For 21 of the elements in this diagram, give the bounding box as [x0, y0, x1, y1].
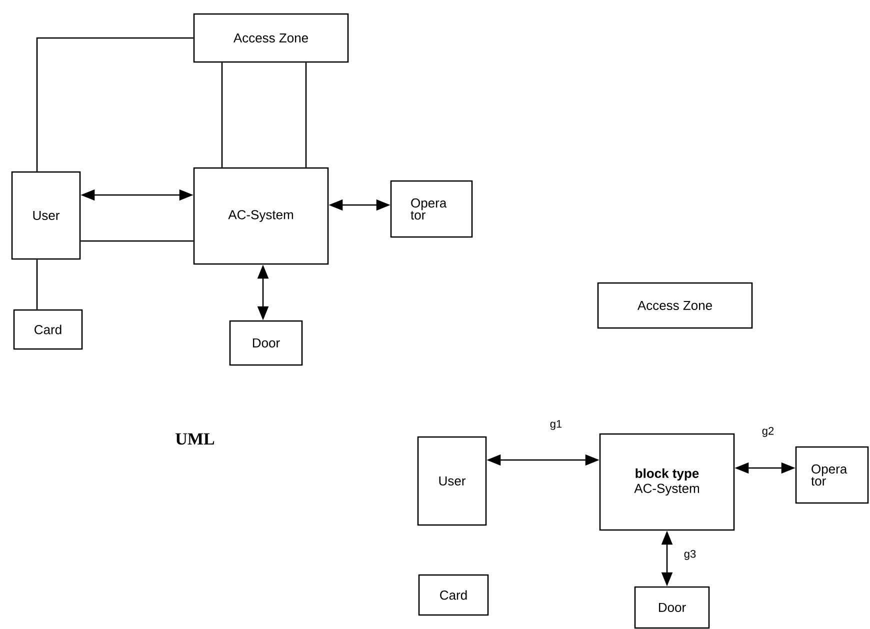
- block-box: Access Zone: [193, 13, 349, 63]
- block-box: Opera tor: [795, 446, 869, 504]
- connector: [305, 62, 307, 168]
- connector: [80, 240, 194, 242]
- block-box: block type AC-System: [599, 433, 735, 531]
- block-box: Door: [634, 586, 710, 629]
- block-box: Card: [13, 309, 83, 350]
- uml-label: UML: [176, 433, 214, 445]
- block-box: Card: [418, 574, 489, 616]
- block-box: Door: [229, 320, 303, 366]
- connector: [36, 260, 38, 310]
- block-box: Access Zone: [597, 282, 753, 329]
- block-box: User: [11, 171, 81, 260]
- block-box: Opera tor: [390, 180, 473, 238]
- block-box: User: [417, 436, 487, 526]
- connector: [36, 37, 194, 172]
- connector: [221, 62, 223, 168]
- block-box: AC-System: [193, 167, 329, 265]
- edge-label: g3: [682, 549, 698, 561]
- edge-label: g2: [760, 426, 776, 438]
- edge-label: g1: [548, 419, 564, 431]
